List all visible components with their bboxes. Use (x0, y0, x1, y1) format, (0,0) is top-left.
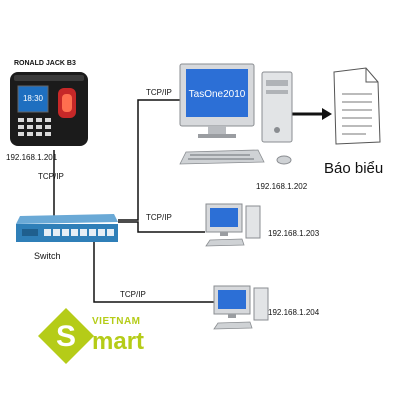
attendance-device: 18:30 (8, 70, 90, 148)
main-pc-screen-text: TasOne2010 (189, 89, 246, 100)
report-document-icon (330, 66, 382, 146)
logo-bottom-text: mart (92, 328, 145, 355)
client-pc-2-graphic (205, 203, 261, 247)
attendance-device-graphic: 18:30 (10, 72, 88, 146)
link-switch-pc3 (93, 240, 214, 303)
device-link-label: TCP/IP (38, 172, 64, 181)
pc1-ip: 192.168.1.202 (256, 182, 308, 191)
client-pc-2 (204, 202, 266, 248)
client-pc-3-graphic (213, 285, 269, 330)
logo-diamond-icon: S (38, 308, 94, 364)
vietnam-smart-logo: S VIETNAM mart (36, 306, 176, 366)
report-label: Báo biểu (324, 160, 384, 177)
main-pc: TasOne2010 (178, 60, 304, 178)
logo-top-text: VIETNAM (92, 316, 141, 327)
link-switch-pc1 (118, 99, 182, 221)
switch-graphic (16, 214, 118, 242)
device-model-label: RONALD JACK B3 (14, 60, 76, 67)
link-switch-pc2 (118, 221, 205, 233)
logo-letter: S (56, 320, 76, 353)
svg-text:18:30: 18:30 (23, 94, 44, 103)
client-pc-3 (212, 284, 274, 332)
pc2-link-label: TCP/IP (146, 213, 172, 222)
pc2-ip: 192.168.1.203 (268, 229, 320, 238)
pc3-link-label: TCP/IP (120, 290, 146, 299)
main-pc-graphic: TasOne2010 (179, 63, 293, 165)
report-document-graphic (333, 67, 381, 145)
arrow-head (322, 108, 332, 120)
pc3-ip: 192.168.1.204 (268, 308, 320, 317)
device-ip: 192.168.1.201 (6, 153, 58, 162)
pc1-link-label: TCP/IP (146, 88, 172, 97)
network-switch (14, 210, 120, 244)
switch-label: Switch (34, 251, 61, 261)
